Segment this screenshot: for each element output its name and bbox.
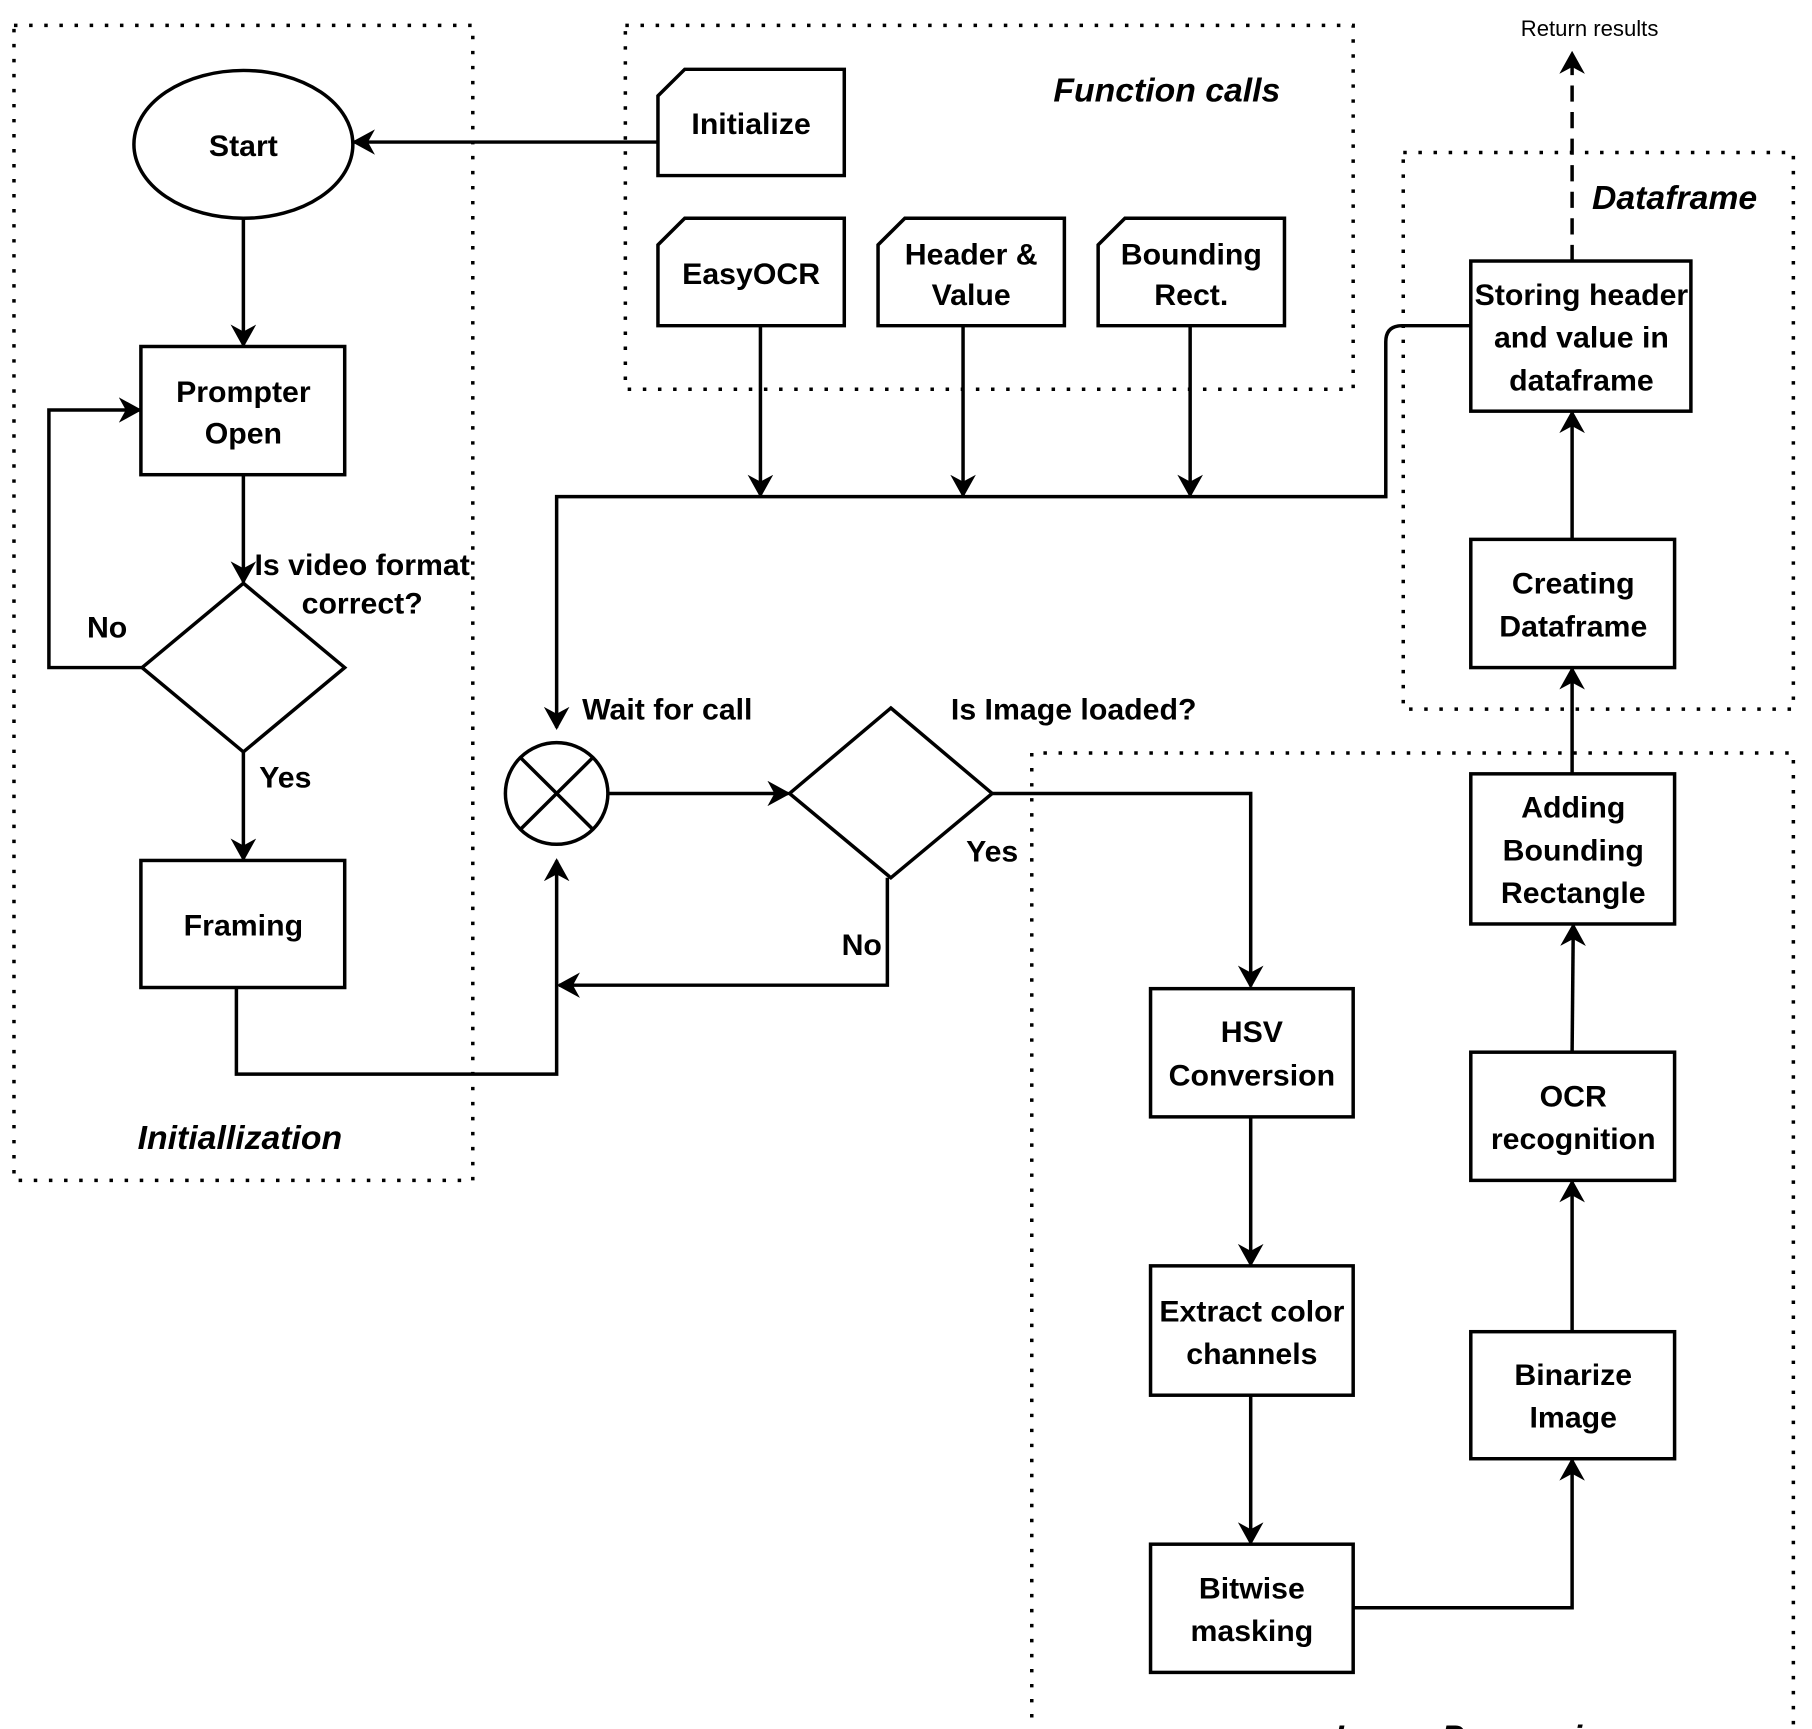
svg-text:Initialize: Initialize — [691, 108, 810, 141]
edge-label-no: No — [87, 612, 127, 645]
group-function-calls — [623, 23, 1355, 391]
node-start: Start — [132, 68, 355, 221]
svg-text:Header &Value: Header &Value — [905, 239, 1038, 312]
svg-text:Framing: Framing — [184, 910, 303, 943]
node-framing: Framing — [139, 858, 347, 990]
edges — [47, 50, 1586, 1610]
svg-text:EasyOCR: EasyOCR — [682, 258, 820, 291]
group-label-image-processing: Image Processing — [1334, 1720, 1623, 1729]
edge-label-no: No — [842, 929, 882, 962]
group-initialization — [12, 23, 475, 1183]
card-header-value: Header &Value — [876, 216, 1067, 328]
decision-image-loaded: Is Image loaded? Yes No — [786, 694, 1197, 962]
card-easyocr: EasyOCR — [656, 216, 847, 328]
group-label-function-calls: Function calls — [1053, 73, 1280, 110]
svg-text:Start: Start — [209, 130, 278, 163]
group-label-dataframe: Dataframe — [1592, 180, 1757, 217]
svg-text:Wait for call: Wait for call — [582, 694, 752, 727]
edge-label-yes: Yes — [966, 836, 1018, 869]
node-wait-for-call: Wait for call — [503, 694, 752, 847]
return-results-label: Return results — [1521, 16, 1659, 41]
group-dataframe — [1401, 150, 1796, 711]
card-initialize: Initialize — [656, 67, 847, 178]
svg-text:Is Image loaded?: Is Image loaded? — [951, 694, 1197, 727]
edge-label-yes: Yes — [259, 762, 311, 795]
group-label-initialization: Initiallization — [138, 1120, 342, 1157]
group-image-processing — [1030, 751, 1796, 1729]
